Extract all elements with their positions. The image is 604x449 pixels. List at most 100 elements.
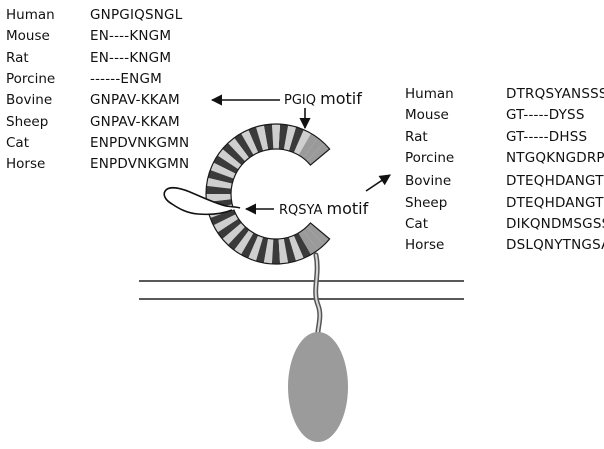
c-domain-segment bbox=[222, 143, 246, 166]
c-domain-segment bbox=[234, 133, 254, 158]
c-domain-segment bbox=[217, 218, 242, 239]
c-domain-segment bbox=[206, 177, 233, 189]
c-domain-segment bbox=[248, 235, 264, 262]
sequence-text: GNPAV-KKAM bbox=[90, 113, 180, 130]
c-domain-segment bbox=[213, 155, 239, 174]
c-domain-segment bbox=[241, 129, 259, 156]
c-domain-segment bbox=[278, 124, 289, 150]
left-table-row: Sheep GNPAV-KKAM bbox=[6, 113, 180, 130]
c-domain-segment bbox=[283, 237, 297, 263]
c-domain-segment bbox=[263, 238, 274, 264]
c-domain-segment bbox=[278, 238, 289, 264]
c-domain-segment bbox=[248, 126, 264, 153]
c-domain-segment bbox=[227, 226, 250, 251]
pgiq-motif-label: PGIQ motif bbox=[284, 91, 362, 109]
species-name: Cat bbox=[6, 134, 29, 151]
rqsya-label-prefix: RQSYA bbox=[279, 203, 323, 218]
stalk-highlight bbox=[314, 254, 321, 341]
c-domain-segment bbox=[298, 133, 318, 158]
species-name: Horse bbox=[6, 156, 46, 173]
c-domain-segment bbox=[210, 209, 236, 226]
rqsya-motif-label: RQSYA motif bbox=[279, 201, 368, 219]
sequence-text: GT-----DHSS bbox=[506, 128, 588, 145]
loop bbox=[163, 187, 241, 216]
species-name: Porcine bbox=[6, 70, 56, 87]
intracellular-domain-ellipse bbox=[288, 332, 348, 442]
left-table-row: Horse ENPDVNKGMN bbox=[6, 156, 189, 173]
sequence-text: DTEQHDANGTS bbox=[506, 173, 604, 190]
c-domain-segment bbox=[241, 232, 259, 259]
rqsya-label-suffix: motif bbox=[326, 199, 369, 218]
right-table-row: Rat GT-----DHSS bbox=[405, 128, 587, 145]
c-domain-outline bbox=[205, 123, 331, 265]
right-table-row: Cat DIKQNDMSGSS bbox=[405, 215, 604, 232]
pgiq-label-prefix: PGIQ bbox=[284, 93, 316, 108]
c-domain-segment bbox=[293, 129, 311, 156]
sequence-text: DSLQNYTNGSA bbox=[506, 237, 604, 254]
right-table-row: Mouse GT-----DYSS bbox=[405, 107, 584, 124]
c-domain-segment bbox=[255, 125, 269, 151]
species-name: Rat bbox=[6, 49, 29, 66]
c-domain-segment bbox=[283, 125, 297, 151]
sequence-text: ------ENGM bbox=[90, 70, 162, 87]
right-table-row: Human DTRQSYANSSS bbox=[405, 86, 604, 102]
c-domain-segment bbox=[302, 137, 325, 162]
c-domain-segment bbox=[306, 222, 330, 245]
species-name: Human bbox=[405, 86, 454, 102]
right-table-row: Bovine DTEQHDANGTS bbox=[405, 173, 604, 190]
species-name: Mouse bbox=[405, 107, 449, 124]
c-domain-segment bbox=[288, 126, 304, 153]
right-alignment-table: Human DTRQSYANSSS Mouse GT-----DYSS Rat GT---… bbox=[405, 86, 604, 254]
c-domain-segment bbox=[206, 185, 232, 194]
c-domain-segment bbox=[263, 124, 274, 150]
sequence-text: ENPDVNKGMN bbox=[90, 134, 190, 151]
sequence-text: GNPGIQSNGL bbox=[90, 7, 183, 23]
c-domain-segment bbox=[271, 124, 281, 150]
right-table-row: Sheep DTEQHDANGTF bbox=[405, 194, 604, 211]
c-domain-segment bbox=[206, 194, 232, 203]
c-domain-segment bbox=[298, 230, 318, 255]
rqsya-arrow-right bbox=[365, 174, 391, 192]
c-domain-segment bbox=[288, 235, 304, 262]
right-table-row: Porcine NTGQKNGDRPS bbox=[405, 149, 604, 166]
species-name: Horse bbox=[405, 237, 445, 254]
c-domain-segment bbox=[207, 170, 234, 184]
c-domain-segment bbox=[227, 137, 250, 162]
sequence-text: DIKQNDMSGSS bbox=[506, 215, 604, 232]
c-domain-segment bbox=[306, 143, 330, 166]
sequence-text: DTEQHDANGTF bbox=[506, 194, 604, 211]
species-name: Bovine bbox=[405, 173, 452, 190]
sequence-text: EN----KNGM bbox=[90, 28, 172, 45]
species-name: Porcine bbox=[405, 149, 455, 166]
c-domain-segment bbox=[210, 162, 236, 179]
species-name: Mouse bbox=[6, 28, 50, 45]
species-name: Cat bbox=[405, 215, 428, 232]
sequence-text: DTRQSYANSSS bbox=[506, 86, 604, 102]
c-domain-segment bbox=[217, 149, 242, 170]
sequence-text: EN----KNGM bbox=[90, 49, 172, 66]
species-name: Sheep bbox=[6, 113, 49, 130]
right-table-row: Horse DSLQNYTNGSA bbox=[405, 237, 604, 254]
c-domain-segment bbox=[222, 222, 246, 245]
species-name: Rat bbox=[405, 128, 428, 145]
c-domain-segment bbox=[213, 214, 239, 233]
c-domain-segment bbox=[255, 237, 269, 263]
c-domain-segment bbox=[302, 226, 325, 251]
left-table-row: Rat EN----KNGM bbox=[6, 49, 171, 66]
sequence-text: NTGQKNGDRPS bbox=[506, 149, 604, 166]
left-table-row: Mouse EN----KNGM bbox=[6, 28, 171, 45]
left-table-row: Porcine ------ENGM bbox=[6, 70, 162, 87]
sequence-text: GT-----DYSS bbox=[506, 107, 585, 124]
c-domain-segment bbox=[271, 238, 281, 264]
pgiq-label-suffix: motif bbox=[320, 89, 362, 108]
species-name: Sheep bbox=[405, 194, 448, 211]
c-domain-segment bbox=[293, 232, 311, 259]
c-shaped-domain bbox=[205, 123, 331, 265]
species-name: Bovine bbox=[6, 92, 53, 109]
sequence-text: ENPDVNKGMN bbox=[90, 156, 190, 173]
left-table-row: Cat ENPDVNKGMN bbox=[6, 134, 189, 151]
